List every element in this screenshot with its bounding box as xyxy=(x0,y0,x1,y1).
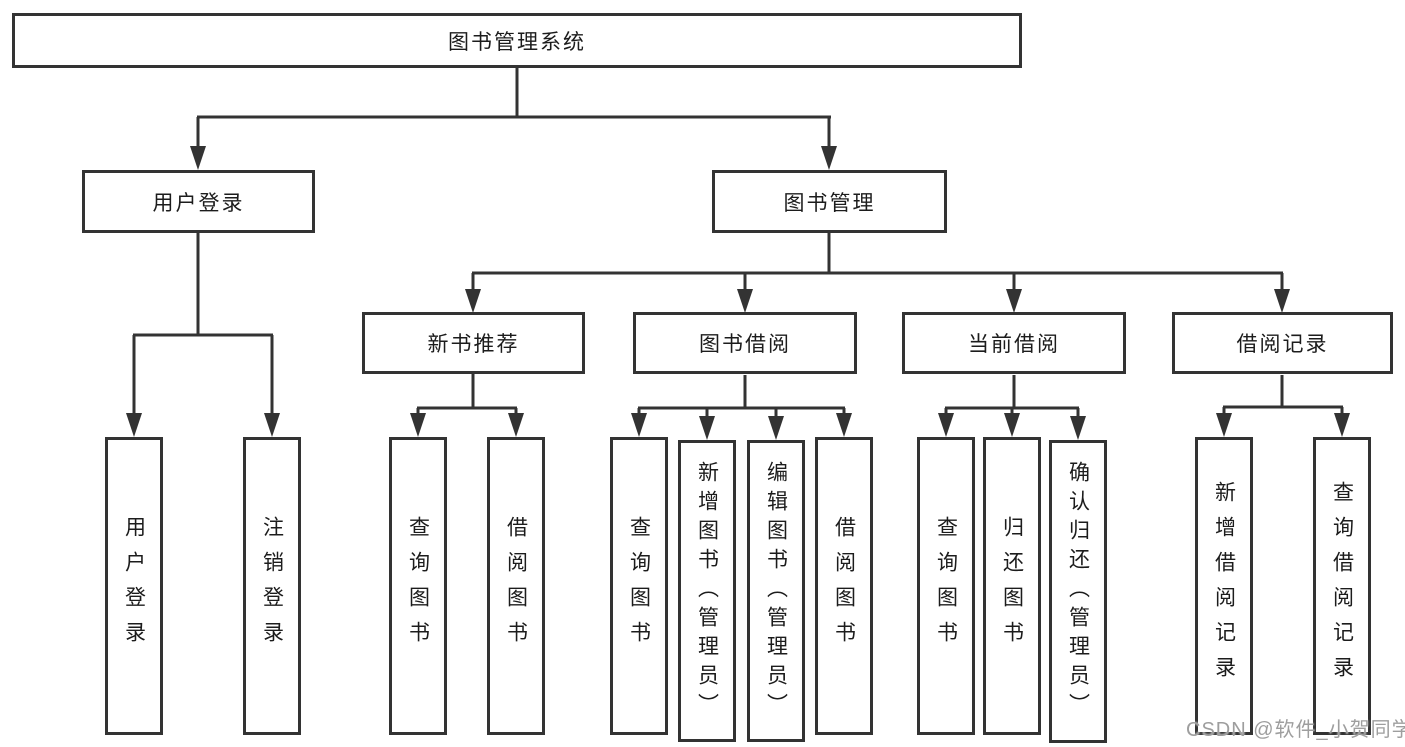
node-book-management: 图书管理 xyxy=(712,170,947,233)
leaf-cb-confirm-return-admin: 确认归还（管理员） xyxy=(1049,440,1107,743)
leaf-cb-query-books-label: 查询图书 xyxy=(934,516,958,656)
leaf-bb-edit-books-admin: 编辑图书（管理员） xyxy=(747,440,805,742)
leaf-br-add-record-label: 新增借阅记录 xyxy=(1212,481,1236,691)
leaf-cb-return-books-label: 归还图书 xyxy=(1000,516,1024,656)
leaf-cb-query-books: 查询图书 xyxy=(917,437,975,735)
node-current-borrowing: 当前借阅 xyxy=(902,312,1126,374)
leaf-nb-query-books: 查询图书 xyxy=(389,437,447,735)
node-new-book-recommend-label: 新书推荐 xyxy=(427,333,520,356)
leaf-nb-borrow-books-label: 借阅图书 xyxy=(504,516,528,656)
node-book-borrowing-label: 图书借阅 xyxy=(699,333,791,356)
leaf-bb-query-books-label: 查询图书 xyxy=(627,516,651,656)
node-book-management-label: 图书管理 xyxy=(783,191,876,215)
node-root-label: 图书管理系统 xyxy=(448,30,586,54)
leaf-br-query-record-label: 查询借阅记录 xyxy=(1330,481,1354,691)
node-borrowing-records-label: 借阅记录 xyxy=(1236,333,1329,356)
leaf-nb-borrow-books: 借阅图书 xyxy=(487,437,545,735)
node-new-book-recommend: 新书推荐 xyxy=(362,312,585,374)
leaf-logout-label: 注销登录 xyxy=(260,516,284,656)
leaf-user-login-label: 用户登录 xyxy=(122,516,146,656)
leaf-br-add-record: 新增借阅记录 xyxy=(1195,437,1253,735)
node-user-login-label: 用户登录 xyxy=(152,191,245,215)
node-user-login: 用户登录 xyxy=(82,170,315,233)
node-book-borrowing: 图书借阅 xyxy=(633,312,857,374)
leaf-cb-return-books: 归还图书 xyxy=(983,437,1041,735)
leaf-bb-query-books: 查询图书 xyxy=(610,437,668,735)
leaf-nb-query-books-label: 查询图书 xyxy=(406,516,430,656)
leaf-bb-edit-books-admin-label: 编辑图书（管理员） xyxy=(764,460,788,722)
node-borrowing-records: 借阅记录 xyxy=(1172,312,1393,374)
node-root: 图书管理系统 xyxy=(12,13,1022,68)
leaf-bb-borrow-books: 借阅图书 xyxy=(815,437,873,735)
leaf-bb-add-books-admin: 新增图书（管理员） xyxy=(678,440,736,742)
leaf-cb-confirm-return-admin-label: 确认归还（管理员） xyxy=(1066,461,1090,722)
csdn-watermark: CSDN @软件_小贺同学 xyxy=(1186,719,1405,741)
leaf-logout: 注销登录 xyxy=(243,437,301,735)
leaf-bb-add-books-admin-label: 新增图书（管理员） xyxy=(695,460,719,722)
node-current-borrowing-label: 当前借阅 xyxy=(968,333,1060,356)
leaf-user-login: 用户登录 xyxy=(105,437,163,735)
leaf-bb-borrow-books-label: 借阅图书 xyxy=(832,516,856,656)
leaf-br-query-record: 查询借阅记录 xyxy=(1313,437,1371,735)
